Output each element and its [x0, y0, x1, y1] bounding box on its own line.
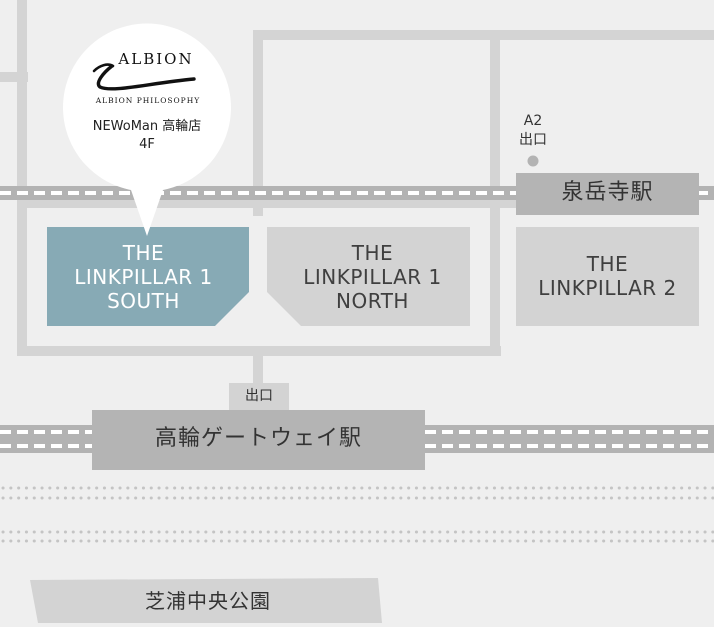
station-sengakuji-label: 泉岳寺駅 [561, 180, 654, 205]
albion-brand-text: ALBION [118, 50, 194, 68]
exit-takanawa-label: 出口 [245, 388, 273, 404]
road-west [17, 0, 27, 356]
building-linkpillar-north[interactable] [267, 227, 470, 326]
road-exit-connector [253, 356, 263, 388]
road-west-stub [0, 72, 28, 82]
linkpillar-north-label: THE LINKPILLAR 1 NORTH [275, 241, 470, 313]
road-south [17, 346, 501, 356]
park-shibaura-central[interactable] [30, 578, 382, 623]
road-north [253, 30, 714, 40]
linkpillar-south-label: THE LINKPILLAR 1 SOUTH [47, 241, 240, 313]
albion-philosophy-text: ALBION PHILOSOPHY [95, 96, 201, 105]
road-under-rail [17, 200, 517, 208]
station-takanawa-gateway-box[interactable] [92, 410, 425, 470]
station-takanawa-gateway-label: 高輪ゲートウェイ駅 [154, 426, 362, 451]
linkpillar-south-line2: LINKPILLAR 1 [74, 265, 213, 289]
linkpillar-south-line3: SOUTH [107, 289, 180, 313]
linkpillar-2-line2: LINKPILLAR 2 [538, 276, 677, 300]
store-name: NEWoMan 高輪店 [92, 119, 202, 134]
linkpillar-2-label: THE LINKPILLAR 2 [516, 252, 699, 300]
dotted-lines [1, 486, 714, 543]
exit-a2-code: A2 [523, 113, 543, 129]
linkpillar-2-line1: THE [586, 252, 629, 276]
building-linkpillar-south[interactable] [47, 227, 249, 326]
linkpillar-north-line1: THE [351, 241, 394, 265]
linkpillar-north-line3: NORTH [336, 289, 409, 313]
exit-a2-marker[interactable] [527, 155, 539, 167]
albion-logo-icon [92, 63, 196, 91]
building-linkpillar-2[interactable] [516, 227, 699, 326]
store-location-pin[interactable] [63, 23, 231, 236]
linkpillar-north-line2: LINKPILLAR 1 [303, 265, 442, 289]
exit-a2-label: 出口 [519, 132, 547, 148]
exit-takanawa-box [229, 383, 289, 410]
linkpillar-south-line1: THE [122, 241, 165, 265]
road-mid-vertical [253, 30, 263, 216]
store-floor: 4F [139, 137, 155, 152]
station-sengakuji-box[interactable] [516, 173, 699, 215]
park-label: 芝浦中央公園 [145, 589, 271, 613]
